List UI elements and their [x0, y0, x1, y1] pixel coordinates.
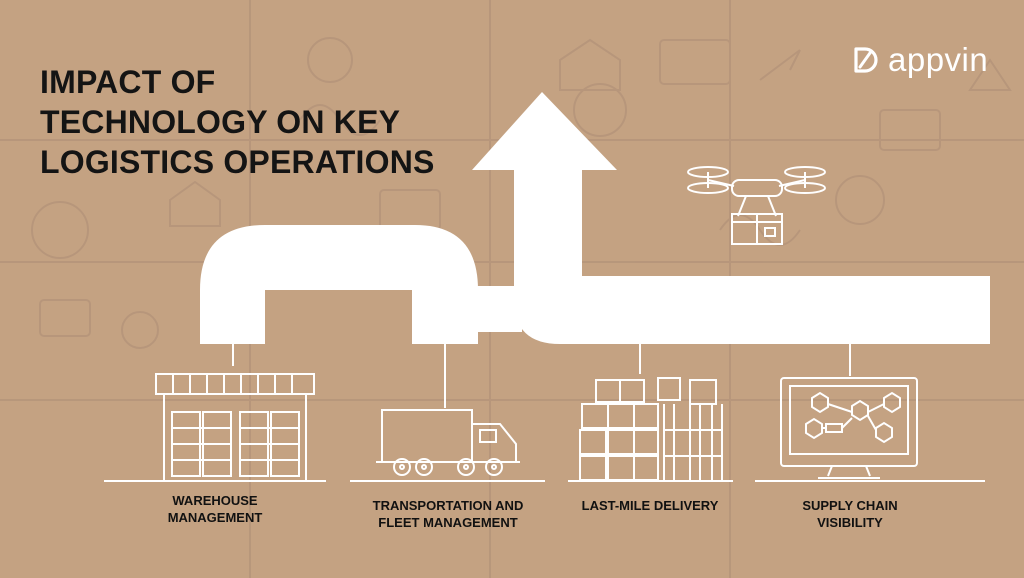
title-line-3: LOGISTICS OPERATIONS	[40, 144, 435, 180]
operation-label-last-mile: LAST-MILE DELIVERY	[565, 497, 735, 514]
operation-label-line: LAST-MILE DELIVERY	[581, 498, 719, 513]
stacked-boxes-icon	[579, 377, 723, 481]
progress-arrow	[200, 92, 990, 344]
operation-label-line: FLEET MANAGEMENT	[378, 515, 518, 530]
connector-lines	[232, 344, 851, 408]
operation-label-line: SUPPLY CHAIN	[802, 498, 898, 513]
operation-label-line: TRANSPORTATION AND	[372, 498, 524, 513]
truck-icon	[376, 409, 520, 476]
delivery-drone-icon	[687, 166, 826, 245]
operation-label-supply-chain: SUPPLY CHAIN VISIBILITY	[770, 497, 930, 531]
monitor-network-icon	[780, 377, 918, 479]
operation-label-line: MANAGEMENT	[167, 510, 263, 525]
logo-text: appvin	[888, 41, 989, 78]
brand-logo: appvin	[850, 40, 988, 80]
warehouse-icon	[155, 373, 315, 481]
operation-label-transportation: TRANSPORTATION AND FLEET MANAGEMENT	[350, 497, 546, 531]
operation-label-line: WAREHOUSE	[172, 493, 258, 508]
operation-label-line: VISIBILITY	[817, 515, 883, 530]
page-title: IMPACT OF TECHNOLOGY ON KEY LOGISTICS OP…	[40, 62, 480, 182]
appvin-logo-icon	[854, 47, 878, 73]
operation-label-warehouse: WAREHOUSE MANAGEMENT	[130, 492, 300, 526]
title-line-2: TECHNOLOGY ON KEY	[40, 104, 401, 140]
title-line-1: IMPACT OF	[40, 64, 216, 100]
